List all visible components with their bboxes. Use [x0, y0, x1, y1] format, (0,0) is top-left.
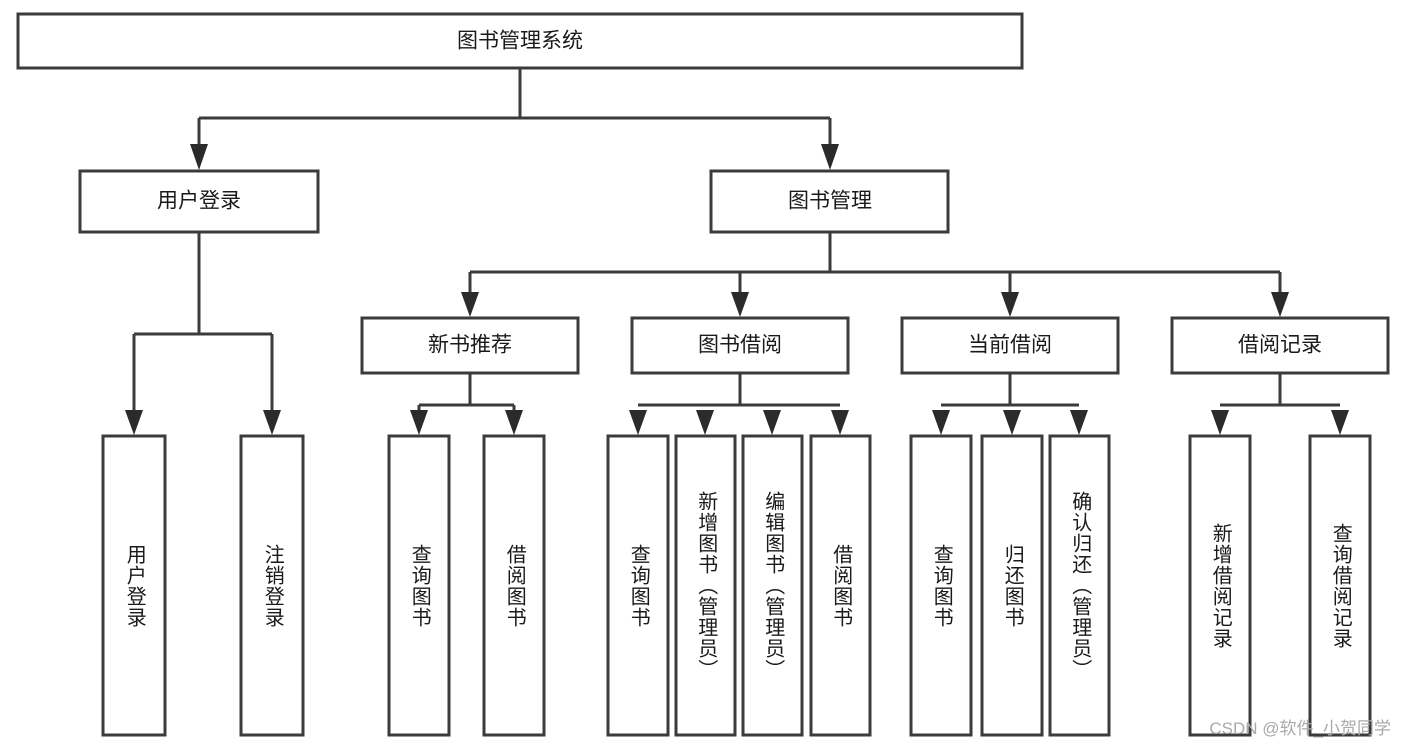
node-label-book-borrow: 图书借阅 — [698, 334, 782, 357]
arrowhead-cur-leaf-2 — [1003, 410, 1021, 435]
node-boxes: 图书管理系统 用户登录 图书管理 新书推荐 图书借阅 当前借阅 借阅记录 — [16, 12, 1390, 737]
node-box-leaf-query-book-bw[interactable] — [606, 434, 670, 737]
connectors-root-to-level1 — [190, 68, 839, 170]
arrowhead-nb-leaf-2 — [505, 410, 523, 435]
node-label-book-management: 图书管理 — [788, 190, 872, 213]
node-box-leaf-edit-book-admin[interactable] — [741, 434, 804, 737]
arrowhead-user-login — [190, 144, 208, 170]
arrowhead-bw-leaf-4 — [831, 410, 849, 435]
connectors-book-mgmt-to-level2 — [461, 232, 1289, 317]
node-box-leaf-confirm-return-admin[interactable] — [1048, 434, 1111, 737]
node-box-borrow-record[interactable] — [1170, 316, 1390, 375]
node-box-root[interactable] — [16, 12, 1024, 70]
arrowhead-book-mgmt — [821, 144, 839, 170]
node-box-book-management[interactable] — [709, 169, 950, 234]
node-box-leaf-user-login[interactable] — [101, 434, 167, 737]
node-label-new-book-recommend: 新书推荐 — [428, 334, 512, 357]
node-label-borrow-record: 借阅记录 — [1238, 334, 1322, 357]
arrowhead-rec-leaf-2 — [1331, 410, 1349, 435]
arrowhead-nb-leaf-1 — [410, 410, 428, 435]
node-box-leaf-borrow-book-nb[interactable] — [482, 434, 546, 737]
arrowhead-new-book — [461, 292, 479, 317]
node-box-current-borrow[interactable] — [900, 316, 1120, 375]
arrowhead-cur-leaf-1 — [932, 410, 950, 435]
node-box-user-login[interactable] — [78, 169, 320, 234]
node-box-leaf-add-borrow-record[interactable] — [1188, 434, 1252, 737]
arrowhead-leaf-user-login — [125, 410, 143, 435]
connectors-new-book-to-leaves — [410, 373, 523, 435]
node-box-leaf-query-borrow-record[interactable] — [1308, 434, 1372, 737]
node-box-leaf-add-book-admin[interactable] — [674, 434, 737, 737]
connectors-borrow-to-leaves — [629, 373, 849, 435]
watermark-text: CSDN @软件_小贺同学 — [1209, 719, 1391, 738]
node-box-leaf-query-book-cur[interactable] — [909, 434, 973, 737]
arrowhead-leaf-logout — [263, 410, 281, 435]
connectors-current-to-leaves — [932, 373, 1088, 435]
arrowhead-cur-leaf-3 — [1070, 410, 1088, 435]
arrowhead-bw-leaf-1 — [629, 410, 647, 435]
connectors-user-login-to-leaves — [125, 232, 281, 435]
node-box-leaf-borrow-book-bw[interactable] — [809, 434, 872, 737]
connectors-record-to-leaves — [1211, 373, 1349, 435]
node-box-leaf-return-book[interactable] — [980, 434, 1044, 737]
arrowhead-bw-leaf-2 — [696, 410, 714, 435]
arrowhead-rec-leaf-1 — [1211, 410, 1229, 435]
node-label-user-login: 用户登录 — [157, 190, 241, 213]
node-box-new-book-recommend[interactable] — [360, 316, 580, 375]
node-box-leaf-query-book-nb[interactable] — [387, 434, 451, 737]
arrowhead-record — [1271, 292, 1289, 317]
node-label-root: 图书管理系统 — [457, 30, 583, 53]
node-label-current-borrow: 当前借阅 — [968, 334, 1052, 357]
node-box-leaf-logout[interactable] — [239, 434, 305, 737]
arrowhead-borrow — [731, 292, 749, 317]
arrowhead-bw-leaf-3 — [763, 410, 781, 435]
node-box-book-borrow[interactable] — [630, 316, 850, 375]
arrowhead-current — [1001, 292, 1019, 317]
